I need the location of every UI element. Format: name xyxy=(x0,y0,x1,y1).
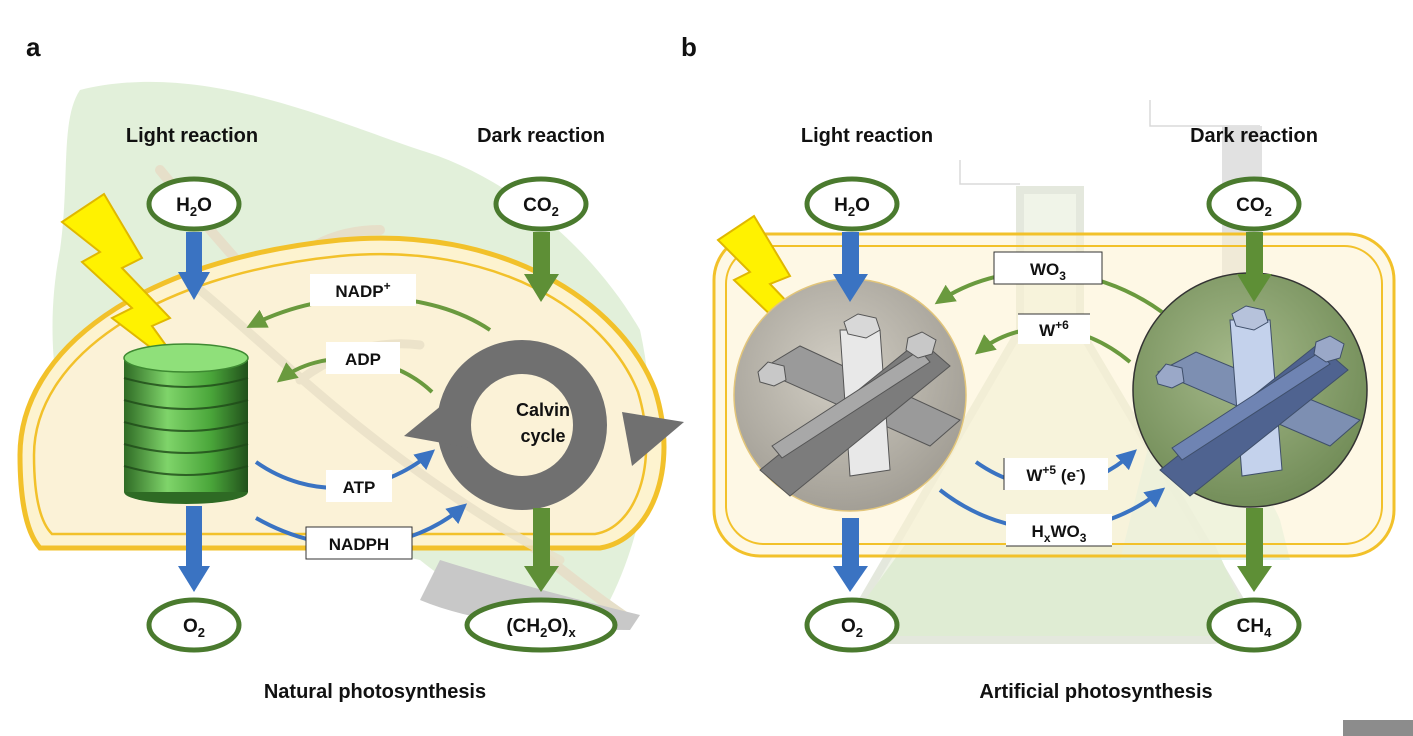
svg-text:O2: O2 xyxy=(183,616,205,640)
svg-text:CO2: CO2 xyxy=(1236,195,1272,219)
h2o-oval-b: H2O xyxy=(804,176,900,232)
wo3-crystal-sphere-green xyxy=(1132,272,1368,508)
svg-text:O2: O2 xyxy=(841,616,863,640)
h2o-oval: H2O xyxy=(146,176,242,232)
co2-down-arrow xyxy=(524,232,559,302)
calvin-label-1: Calvin xyxy=(516,400,570,420)
nadp-box: NADP+ xyxy=(310,274,416,306)
svg-text:CO2: CO2 xyxy=(523,195,559,219)
o2-down-arrow-b xyxy=(833,518,868,592)
svg-text:W+6: W+6 xyxy=(1039,318,1069,340)
co2-oval: CO2 xyxy=(493,176,589,232)
co2-down-arrow-b xyxy=(1237,232,1272,302)
ch2o-oval: (CH2O)x xyxy=(464,597,618,653)
ch4-oval-b: CH4 xyxy=(1206,597,1302,653)
panel-b: b xyxy=(681,32,1413,736)
svg-text:ADP: ADP xyxy=(345,350,381,369)
svg-text:H2O: H2O xyxy=(176,195,212,219)
o2-oval: O2 xyxy=(146,597,242,653)
svg-text:NADPH: NADPH xyxy=(329,535,389,554)
artificial-caption: Artificial photosynthesis xyxy=(979,681,1212,703)
w6-box: W+6 xyxy=(1018,313,1090,344)
light-reaction-heading-b: Light reaction xyxy=(801,125,933,147)
corner-mark xyxy=(1343,720,1413,736)
panel-b-letter: b xyxy=(681,32,697,62)
w5-box: W+5 (e-) xyxy=(1003,458,1108,490)
o2-down-arrow xyxy=(178,506,210,592)
ch2o-down-arrow xyxy=(524,508,559,592)
svg-text:WO3: WO3 xyxy=(1030,260,1066,283)
natural-caption: Natural photosynthesis xyxy=(264,681,486,703)
svg-text:NADP+: NADP+ xyxy=(335,279,390,301)
svg-text:W+5 (e-): W+5 (e-) xyxy=(1026,463,1085,485)
svg-text:H2O: H2O xyxy=(834,195,870,219)
nadph-box: NADPH xyxy=(305,526,413,560)
panel-a-letter: a xyxy=(26,32,41,62)
svg-text:(CH2O)x: (CH2O)x xyxy=(506,616,576,640)
h2o-down-arrow-b xyxy=(833,232,868,302)
adp-box: ADP xyxy=(326,342,400,374)
atp-box: ATP xyxy=(326,470,392,502)
light-reaction-heading: Light reaction xyxy=(126,125,258,147)
hxwo3-box: HxWO3 xyxy=(1006,514,1112,547)
wo3-box: WO3 xyxy=(993,251,1103,285)
co2-oval-b: CO2 xyxy=(1206,176,1302,232)
svg-text:CH4: CH4 xyxy=(1237,616,1272,640)
o2-oval-b: O2 xyxy=(804,597,900,653)
svg-text:ATP: ATP xyxy=(343,478,376,497)
thylakoid-stack-icon xyxy=(123,343,249,504)
dark-reaction-heading: Dark reaction xyxy=(477,125,605,147)
h2o-down-arrow xyxy=(178,232,210,300)
dark-reaction-heading-b: Dark reaction xyxy=(1190,125,1318,147)
svg-text:HxWO3: HxWO3 xyxy=(1032,522,1087,545)
calvin-label-2: cycle xyxy=(520,426,565,446)
calvin-cycle-icon xyxy=(404,340,684,510)
wo3-crystal-sphere-gray xyxy=(733,278,967,512)
ch4-down-arrow-b xyxy=(1237,508,1272,592)
panel-a: a xyxy=(17,32,684,703)
